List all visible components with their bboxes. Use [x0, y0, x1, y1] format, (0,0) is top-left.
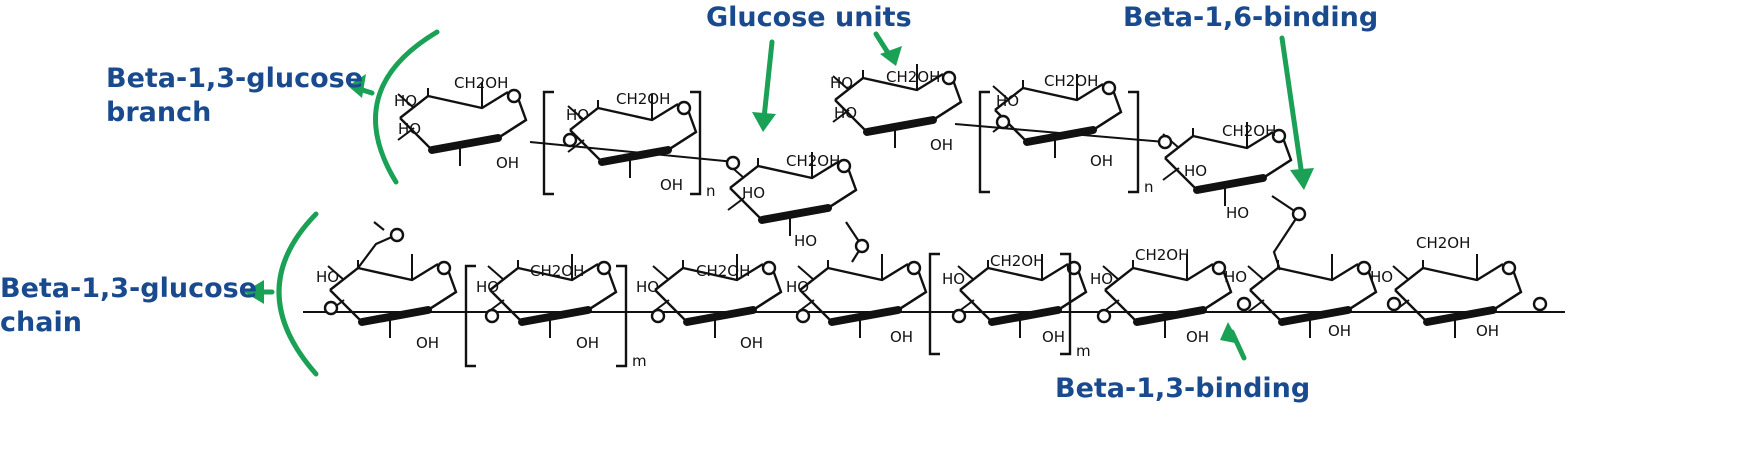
repeat-bracket-left: [978, 90, 990, 194]
arrowheads: [244, 46, 1314, 344]
beta-1-3-binding-label: Beta-1,3-binding: [1055, 373, 1311, 404]
glycosidic-oxygen: [1291, 206, 1307, 222]
hydroxyl-label: OH: [1042, 328, 1065, 346]
glucose-ring-chain-1: [328, 254, 456, 338]
beta-1-3-glucose-chain-label-line2: chain: [0, 307, 82, 338]
beta13-arrowhead: [1220, 322, 1240, 344]
beta-1-3-glucose-branch-label-line1: Beta-1,3-glucose: [106, 63, 364, 94]
glucose-ring-chain-6: [1103, 254, 1231, 338]
beta-1-6-binding-label: Beta-1,6-binding: [1123, 2, 1379, 33]
repeat-subscript: m: [1076, 342, 1091, 360]
branch-arrowhead: [348, 74, 366, 98]
hydroxyl-label: HO: [566, 106, 589, 124]
hydroxyl-label: HO: [636, 278, 659, 296]
branch-curly-bracket: [373, 29, 440, 185]
beta16-arrowhead: [1290, 168, 1314, 190]
ch2oh-label: CH2OH: [786, 152, 840, 170]
ring-oxygen: [389, 227, 405, 243]
hydroxyl-label: HO: [830, 74, 853, 92]
ch2oh-label: CH2OH: [696, 262, 750, 280]
ch2oh-label: CH2OH: [1222, 122, 1276, 140]
repeat-subscript: n: [706, 182, 716, 200]
hydroxyl-label: HO: [476, 278, 499, 296]
ch2oh-label: CH2OH: [1135, 246, 1189, 264]
hydroxyl-label: OH: [1090, 152, 1113, 170]
glycosidic-oxygen: [562, 132, 578, 148]
ch2oh-label: CH2OH: [616, 90, 670, 108]
hydroxyl-label: HO: [1090, 270, 1113, 288]
hydroxyl-label: HO: [742, 184, 765, 202]
repeat-bracket-right: [616, 264, 628, 368]
glucose-units-arrowhead-2: [880, 46, 902, 66]
glycosidic-oxygen: [484, 308, 500, 324]
repeat-bracket-left: [464, 264, 476, 368]
hydroxyl-label: OH: [660, 176, 683, 194]
hydroxyl-label: HO: [794, 232, 817, 250]
repeat-subscript: m: [632, 352, 647, 370]
glycosidic-oxygen: [1096, 308, 1112, 324]
glucose-units-arrowhead-1: [752, 112, 776, 132]
hydroxyl-label: HO: [834, 104, 857, 122]
repeat-bracket-right: [1060, 252, 1072, 356]
beta-1-3-glucose-chain-label-line1: Beta-1,3-glucose: [0, 273, 258, 304]
glycosidic-oxygen: [995, 114, 1011, 130]
hydroxyl-label: OH: [740, 334, 763, 352]
hydroxyl-label: HO: [1184, 162, 1207, 180]
hydroxyl-label: HO: [1226, 204, 1249, 222]
ch2oh-label: CH2OH: [886, 68, 940, 86]
glycosidic-oxygen: [1532, 296, 1548, 312]
hydroxyl-label: HO: [1224, 268, 1247, 286]
glycosidic-oxygen: [854, 238, 870, 254]
glycosidic-oxygen: [725, 155, 741, 171]
atom-labels: HO OH HO CH2OH OH HO CH2OH OH HO OH HO C…: [316, 68, 1499, 370]
chain-curly-bracket: [276, 211, 319, 377]
hydroxyl-label: OH: [1186, 328, 1209, 346]
main-chain: [303, 221, 1565, 368]
glycosidic-oxygen: [1157, 134, 1173, 150]
hydroxyl-label: OH: [890, 328, 913, 346]
glucose-ring-chain-7: [1248, 254, 1376, 338]
glycosidic-oxygen: [650, 308, 666, 324]
glucose-ring-chain-4: [798, 254, 926, 338]
hydroxyl-label: OH: [1476, 322, 1499, 340]
hydroxyl-label: OH: [416, 334, 439, 352]
hydroxyl-label: OH: [496, 154, 519, 172]
hydroxyl-label: HO: [316, 268, 339, 286]
hydroxyl-label: HO: [942, 270, 965, 288]
beta-1-3-glucose-branch-label-line2: branch: [106, 97, 212, 128]
hydroxyl-label: HO: [1370, 268, 1393, 286]
upper-branch-right: [833, 64, 1307, 271]
glycosidic-oxygen: [1386, 296, 1402, 312]
ch2oh-label: CH2OH: [990, 252, 1044, 270]
glycosidic-oxygen: [323, 300, 339, 316]
glycosidic-oxygen: [1236, 296, 1252, 312]
repeat-bracket-left: [542, 90, 554, 196]
glucose-ring-chain-8: [1393, 254, 1521, 338]
repeat-bracket-left: [928, 252, 940, 356]
upper-branch-left: [398, 82, 870, 263]
ch2oh-label: CH2OH: [454, 74, 508, 92]
ch2oh-label: CH2OH: [1044, 72, 1098, 90]
chain-arrowhead: [244, 280, 264, 304]
ch2oh-label: CH2OH: [530, 262, 584, 280]
repeat-bracket-right: [690, 90, 702, 196]
glucose-units-arrow-1: [761, 39, 775, 121]
hydroxyl-label: OH: [1328, 322, 1351, 340]
glycosidic-oxygen: [951, 308, 967, 324]
glycosidic-oxygen: [795, 308, 811, 324]
hydroxyl-label: HO: [996, 92, 1019, 110]
ch2oh-label: CH2OH: [1416, 234, 1470, 252]
hydroxyl-label: OH: [576, 334, 599, 352]
hydroxyl-label: HO: [394, 92, 417, 110]
hydroxyl-label: HO: [398, 120, 421, 138]
hydroxyl-label: OH: [930, 136, 953, 154]
repeat-subscript: n: [1144, 178, 1154, 196]
beta16-arrow: [1279, 35, 1305, 179]
repeat-bracket-right: [1128, 90, 1140, 194]
hydroxyl-label: HO: [786, 278, 809, 296]
glucose-units-label: Glucose units: [706, 2, 912, 33]
